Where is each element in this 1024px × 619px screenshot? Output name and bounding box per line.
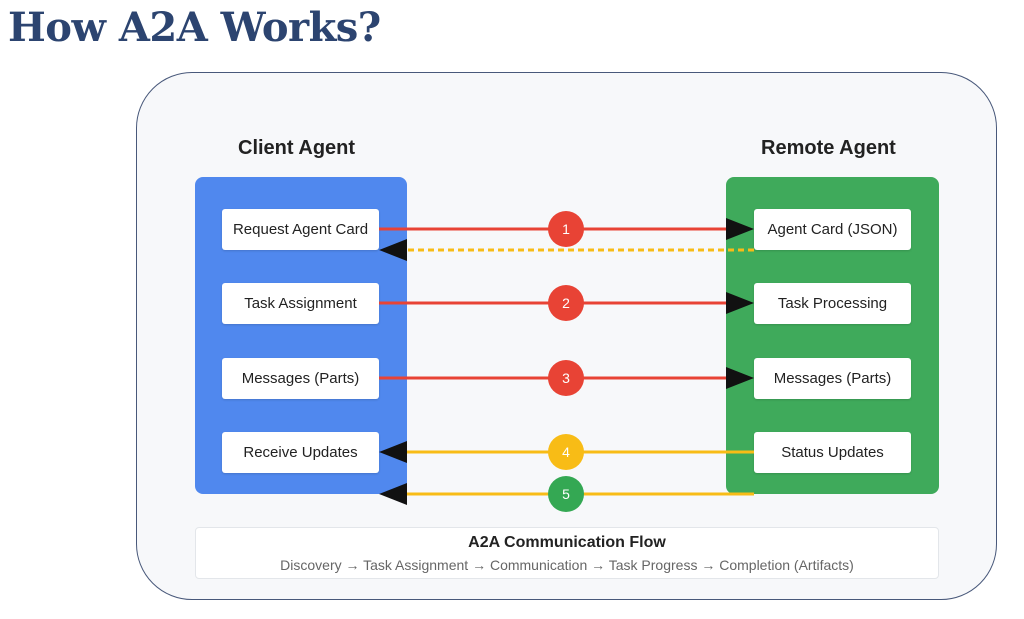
task-processing-box: Task Processing — [754, 283, 911, 324]
arrowhead-left-4 — [379, 441, 407, 463]
flow-summary-title: A2A Communication Flow — [468, 534, 666, 551]
step-5-circle — [548, 476, 584, 512]
flow-summary-box: A2A Communication Flow Discovery → Task … — [195, 527, 939, 579]
step-3-label: 3 — [562, 370, 570, 386]
step-4-circle — [548, 434, 584, 470]
receive-updates-box: Receive Updates — [222, 432, 379, 473]
remote-agent-title: Remote Agent — [761, 137, 896, 159]
arrowhead-right-1 — [726, 218, 754, 240]
arrowhead-right-2 — [726, 292, 754, 314]
client-messages-box: Messages (Parts) — [222, 358, 379, 399]
arrowhead-left-5 — [379, 483, 407, 505]
task-assignment-box: Task Assignment — [222, 283, 379, 324]
request-agent-card-box: Request Agent Card — [222, 209, 379, 250]
remote-messages-box: Messages (Parts) — [754, 358, 911, 399]
page-title: How A2A Works? — [8, 4, 381, 51]
agent-card-json-box: Agent Card (JSON) — [754, 209, 911, 250]
arrowhead-left-response — [379, 239, 407, 261]
arrowhead-right-3 — [726, 367, 754, 389]
step-1-circle — [548, 211, 584, 247]
status-updates-box: Status Updates — [754, 432, 911, 473]
step-1-label: 1 — [562, 221, 570, 237]
client-agent-title: Client Agent — [238, 137, 356, 159]
step-4-label: 4 — [562, 444, 570, 460]
step-2-label: 2 — [562, 295, 570, 311]
step-2-circle — [548, 285, 584, 321]
step-5-label: 5 — [562, 486, 570, 502]
flow-summary-steps: Discovery → Task Assignment → Communicat… — [280, 557, 854, 573]
step-3-circle — [548, 360, 584, 396]
